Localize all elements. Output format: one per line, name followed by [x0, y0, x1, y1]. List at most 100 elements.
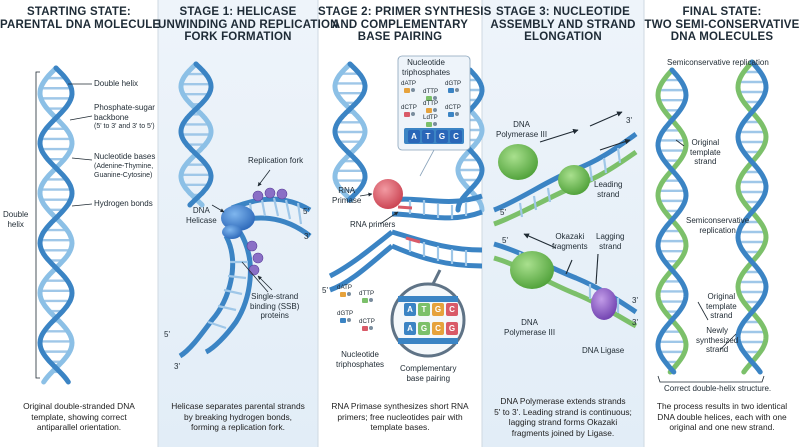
label-5prime-a: 5' — [303, 207, 309, 216]
ntp-label: dTTP — [423, 100, 439, 107]
label-5prime-p3: 5' — [322, 286, 328, 295]
rna-primase-enzyme — [373, 179, 403, 209]
nucleotide-icon — [340, 318, 346, 323]
label-correct-structure: Correct double-helix structure. — [664, 384, 772, 393]
label-3prime-b: 3' — [174, 362, 180, 371]
label-double-helix: Double helix — [94, 79, 139, 88]
backbone-strand — [655, 67, 689, 375]
nucleotide-icon — [404, 88, 410, 93]
ntp-label: dCTP — [359, 318, 375, 325]
backbone-strand — [332, 61, 368, 203]
nucleotide-icon — [426, 108, 432, 113]
polymerase-bottom — [510, 251, 554, 289]
base-letter: T — [418, 303, 430, 316]
label-3prime-p4a: 3' — [626, 116, 632, 125]
base-letter: T — [422, 130, 434, 143]
label-bases: Nucleotide bases(Adenine-Thymine,Guanine… — [94, 152, 156, 179]
base-letter: G — [432, 303, 444, 316]
label-5prime-p4a: 5' — [500, 208, 506, 217]
ntp-label: dCTP — [401, 104, 417, 111]
nucleotide-icon — [340, 292, 346, 297]
ntp-label: dTTP — [423, 88, 439, 95]
base-letter: A — [404, 303, 416, 316]
ntp-label: dATP — [401, 80, 417, 87]
nucleotide-icon — [448, 88, 454, 93]
label-replication-fork: Replication fork — [248, 156, 304, 165]
ntp-label: LdTP — [423, 114, 438, 121]
nucleotide-icon — [448, 112, 454, 117]
label-3prime-a: 3' — [304, 232, 310, 241]
nucleotide-icon — [426, 122, 432, 127]
label-5prime-p4b: 5' — [502, 236, 508, 245]
phosphate-dot — [369, 298, 373, 302]
base-letter: C — [432, 322, 444, 335]
base-letter: G — [418, 322, 430, 335]
base-letter: G — [436, 130, 448, 143]
phosphate-dot — [455, 112, 459, 116]
panel-1-title: STARTING STATE:PARENTAL DNA MOLECULE — [0, 6, 161, 31]
base-pairing-magnifier — [390, 269, 466, 358]
label-semiconservative-top: Semiconservative replication — [667, 58, 769, 67]
base-letter: G — [446, 322, 458, 335]
panel-1-background — [0, 0, 158, 447]
label-hydrogen-bonds: Hydrogen bonds — [94, 199, 153, 208]
backbone-strand — [37, 65, 75, 385]
nucleotide-icon — [362, 326, 368, 331]
nucleotide-icon — [426, 96, 432, 101]
ssb-proteins — [246, 187, 288, 276]
unwinding-helix — [178, 61, 214, 208]
phosphate-dot — [433, 122, 437, 126]
label-3prime-p4b: 3' — [632, 296, 638, 305]
base-letter: A — [404, 322, 416, 335]
nucleotide-icon — [404, 112, 410, 117]
daughter-helix-left — [655, 67, 689, 375]
nucleotide-icon — [362, 298, 368, 303]
label-dna-ligase: DNA Ligase — [582, 346, 625, 355]
backbone-strand — [37, 65, 75, 385]
daughter-helix-right — [735, 59, 769, 375]
parental-double-helix — [37, 65, 75, 385]
backbone-strand — [735, 59, 769, 375]
phosphate-dot — [369, 326, 373, 330]
ligase-enzyme — [591, 288, 617, 320]
label-rna-primers: RNA primers — [350, 220, 396, 229]
phosphate-dot — [433, 96, 437, 100]
helicase-enzyme — [221, 205, 255, 239]
primer-helix — [332, 61, 368, 203]
primer-fork-strands — [328, 193, 483, 293]
base-letter: C — [450, 130, 462, 143]
phosphate-dot — [347, 292, 351, 296]
phosphate-dot — [411, 112, 415, 116]
backbone-strand — [332, 61, 368, 203]
phosphate-dot — [455, 88, 459, 92]
label-5prime-b: 5' — [164, 330, 170, 339]
phosphate-dot — [433, 108, 437, 112]
phosphate-dot — [411, 88, 415, 92]
phosphate-dot — [347, 318, 351, 322]
ntp-label: dGTP — [445, 80, 462, 87]
